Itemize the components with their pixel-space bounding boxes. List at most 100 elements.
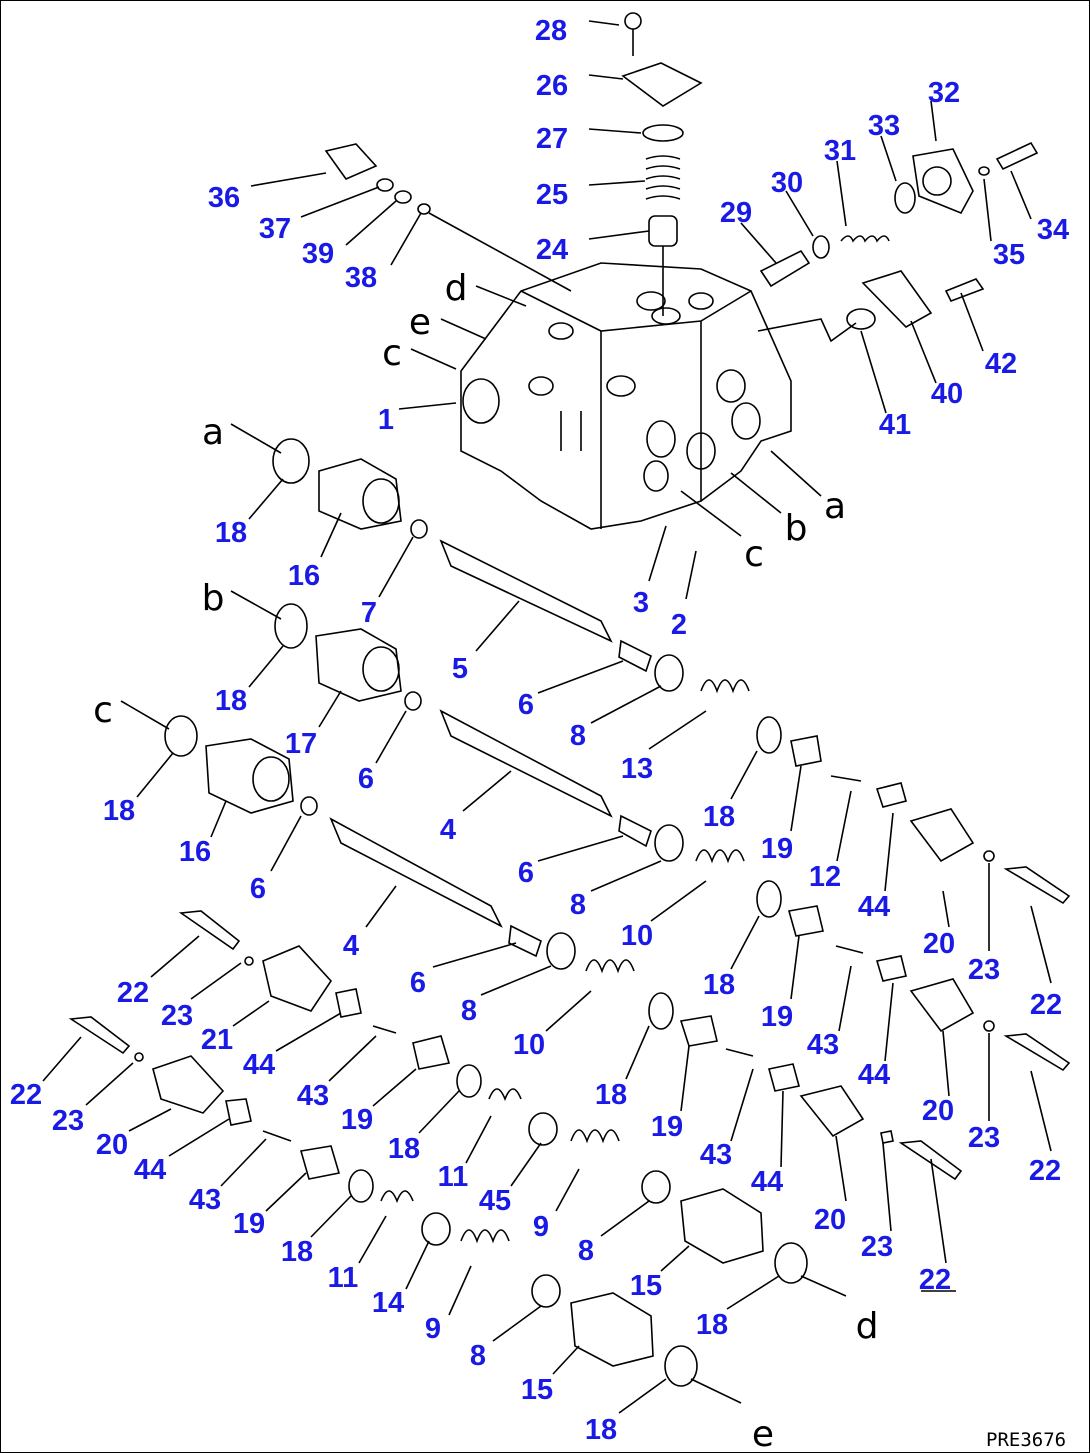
part-number-label: 10 xyxy=(621,920,653,952)
part-number-label: 16 xyxy=(179,836,211,868)
part-number-label: 9 xyxy=(533,1211,549,1243)
part-number-label: 41 xyxy=(879,409,911,441)
part-number-label: 18 xyxy=(215,685,247,717)
part-number-label: 13 xyxy=(621,753,653,785)
port-letter-label: e xyxy=(409,302,431,343)
part-number-label: 20 xyxy=(922,1095,954,1127)
part-number-label: 20 xyxy=(923,928,955,960)
part-number-label: 18 xyxy=(696,1309,728,1341)
part-number-label: 45 xyxy=(479,1185,511,1217)
part-number-label: 40 xyxy=(931,378,963,410)
part-number-label: 8 xyxy=(461,995,477,1027)
part-number-label: 44 xyxy=(858,1059,890,1091)
part-number-label: 14 xyxy=(372,1287,404,1319)
part-number-label: 44 xyxy=(243,1049,275,1081)
part-number-label: 6 xyxy=(518,857,534,889)
part-number-label: 30 xyxy=(771,167,803,199)
part-number-label: 6 xyxy=(410,967,426,999)
spool-row-2 xyxy=(274,603,975,1033)
port-letter-label: c xyxy=(93,690,113,731)
part-number-label: 22 xyxy=(10,1079,42,1111)
part-number-label: 3 xyxy=(633,587,649,619)
part-number-label: 9 xyxy=(425,1313,441,1345)
part-number-label: 34 xyxy=(1037,214,1069,246)
port-letter-label: b xyxy=(785,508,808,549)
part-number-label: 43 xyxy=(700,1139,732,1171)
part-number-label: 19 xyxy=(761,1001,793,1033)
port-letter-label: c xyxy=(744,534,764,575)
part-number-label: 22 xyxy=(1030,989,1062,1021)
part-number-label: 12 xyxy=(809,861,841,893)
part-number-label: 8 xyxy=(578,1235,594,1267)
part-number-label: 44 xyxy=(858,891,890,923)
top-cap-assembly xyxy=(621,12,703,316)
part-number-label: 6 xyxy=(358,763,374,795)
drawing-code: PRE3676 xyxy=(986,1429,1066,1451)
part-number-label: 11 xyxy=(438,1161,469,1193)
part-number-label: 23 xyxy=(161,1000,193,1032)
plug-assembly-left xyxy=(324,143,572,292)
part-number-label: 18 xyxy=(595,1079,627,1111)
part-number-label: 1 xyxy=(378,404,394,436)
part-number-label: 25 xyxy=(536,179,568,211)
part-number-label: 37 xyxy=(259,213,291,245)
port-letter-label: b xyxy=(202,578,225,619)
part-number-label: 8 xyxy=(470,1340,486,1372)
part-number-label: 23 xyxy=(968,1122,1000,1154)
port-arrows xyxy=(120,285,847,1404)
part-number-label: 22 xyxy=(117,977,149,1009)
part-number-label: 24 xyxy=(536,234,568,266)
part-number-label: 4 xyxy=(343,930,359,962)
part-number-label: 21 xyxy=(201,1024,233,1056)
part-number-label: 19 xyxy=(651,1111,683,1143)
part-number-label: 18 xyxy=(703,801,735,833)
spool-row-3 xyxy=(164,715,865,1138)
leader-lines xyxy=(42,20,1052,1414)
part-number-label: 31 xyxy=(824,135,856,167)
part-number-label: 27 xyxy=(536,123,568,155)
part-number-label: 10 xyxy=(513,1029,545,1061)
part-number-label: 22 xyxy=(1029,1155,1061,1187)
part-number-label: 36 xyxy=(208,182,240,214)
part-number-label: 26 xyxy=(536,70,568,102)
part-number-label: 5 xyxy=(452,653,468,685)
part-number-label: 18 xyxy=(585,1414,617,1446)
part-number-label: 32 xyxy=(928,77,960,109)
part-number-label: 22 xyxy=(919,1264,951,1296)
part-number-label: 15 xyxy=(521,1374,553,1406)
part-number-label: 23 xyxy=(52,1105,84,1137)
part-number-label: 44 xyxy=(751,1166,783,1198)
part-number-label: 16 xyxy=(288,560,320,592)
part-number-label: 7 xyxy=(361,597,377,629)
part-number-label: 20 xyxy=(814,1204,846,1236)
lower-cover-rows xyxy=(68,850,1071,1387)
part-number-label: 4 xyxy=(440,814,456,846)
part-number-label: 44 xyxy=(134,1154,166,1186)
part-number-label: 6 xyxy=(250,873,266,905)
part-number-label: 20 xyxy=(96,1129,128,1161)
part-number-label: 6 xyxy=(518,689,534,721)
part-number-label: 19 xyxy=(233,1208,265,1240)
part-number-label: 29 xyxy=(720,197,752,229)
part-number-label: 19 xyxy=(761,833,793,865)
part-number-label: 15 xyxy=(630,1270,662,1302)
port-letter-label: a xyxy=(824,486,846,527)
part-number-label: 2 xyxy=(671,609,687,641)
part-number-label: 43 xyxy=(189,1184,221,1216)
part-number-label: 38 xyxy=(345,262,377,294)
part-number-label: 28 xyxy=(535,15,567,47)
spool-row-1 xyxy=(272,438,975,863)
part-number-label: 42 xyxy=(985,348,1017,380)
part-number-label: 43 xyxy=(297,1080,329,1112)
part-number-label: 18 xyxy=(703,969,735,1001)
part-number-label: 33 xyxy=(868,110,900,142)
valve-body xyxy=(460,262,792,530)
port-letter-label: e xyxy=(752,1414,774,1453)
part-number-label: 23 xyxy=(968,954,1000,986)
part-number-label: 23 xyxy=(861,1231,893,1263)
part-number-label: 18 xyxy=(103,795,135,827)
part-number-label: 17 xyxy=(285,728,317,760)
